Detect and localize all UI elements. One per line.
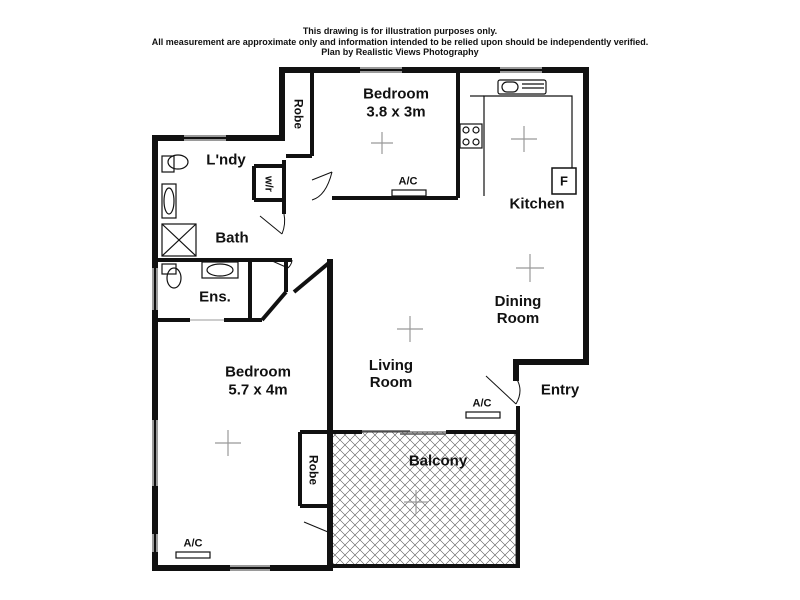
robe-main-label: Robe (306, 455, 321, 485)
balcony-label: Balcony (408, 452, 468, 470)
ceiling-lights (215, 126, 544, 514)
wir-label: w/r (262, 176, 275, 192)
living-label: Living Room (368, 357, 414, 391)
dining-label: Dining Room (494, 293, 542, 327)
credit-line: Plan by Realistic Views Photography (321, 47, 479, 57)
interior-walls (157, 72, 520, 568)
laundry-label: L'ndy (206, 151, 246, 169)
bedroom-main-size: 5.7 x 4m (228, 381, 288, 399)
bathroom-fixtures (161, 154, 239, 289)
kitchen-label: Kitchen (509, 195, 565, 213)
balcony-sliding-doors (362, 430, 446, 435)
door-swings (190, 171, 521, 533)
exterior-walls (152, 67, 589, 571)
entry-label: Entry (540, 381, 580, 399)
disclaimer-line-2: All measurement are approximate only and… (151, 37, 649, 47)
ac-label-bedroom-top: A/C (398, 175, 418, 188)
ac-units (175, 189, 501, 559)
fridge-label: F (560, 173, 568, 189)
bedroom-top-name: Bedroom (363, 85, 429, 103)
bedroom-main-name: Bedroom (225, 363, 291, 381)
bath-label: Bath (215, 229, 249, 247)
ac-label-living: A/C (472, 397, 492, 410)
ensuite-label: Ens. (199, 288, 231, 306)
ac-label-bedroom-main: A/C (183, 537, 203, 550)
windows (152, 67, 542, 571)
robe-top-label: Robe (291, 99, 306, 129)
bedroom-top-size: 3.8 x 3m (366, 103, 426, 121)
disclaimer-line-1: This drawing is for illustration purpose… (302, 26, 498, 36)
kitchen-bench (459, 79, 577, 196)
